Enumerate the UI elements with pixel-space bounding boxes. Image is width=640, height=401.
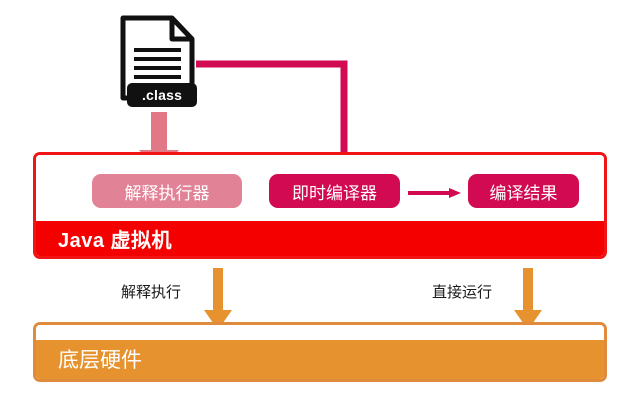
- interpret-execute-arrow: [203, 268, 233, 331]
- jit-to-result-arrow: [408, 186, 462, 198]
- hardware-box-footer: 底层硬件: [36, 340, 604, 379]
- direct-run-arrow: [513, 268, 543, 331]
- flow-label-direct-run: 直接运行: [432, 284, 493, 301]
- jvm-component-jit-compiler[interactable]: 即时编译器: [269, 174, 400, 208]
- jvm-box-interior: 解释执行器 即时编译器 编译结果: [36, 155, 604, 224]
- class-file-badge: .class: [127, 83, 197, 107]
- document-icon: [118, 14, 200, 102]
- jvm-component-interpreter[interactable]: 解释执行器: [92, 174, 242, 208]
- jvm-box: 解释执行器 即时编译器 编译结果 Java 虚拟机: [33, 152, 607, 259]
- flow-label-interpret-execute: 解释执行: [121, 284, 182, 301]
- hardware-box-interior: [36, 325, 604, 340]
- jvm-component-compiled-result[interactable]: 编译结果: [468, 174, 579, 208]
- jvm-title: Java 虚拟机: [58, 230, 173, 252]
- hardware-box: 底层硬件: [33, 322, 607, 382]
- jvm-box-footer: Java 虚拟机: [36, 221, 604, 256]
- hardware-title: 底层硬件: [58, 349, 142, 372]
